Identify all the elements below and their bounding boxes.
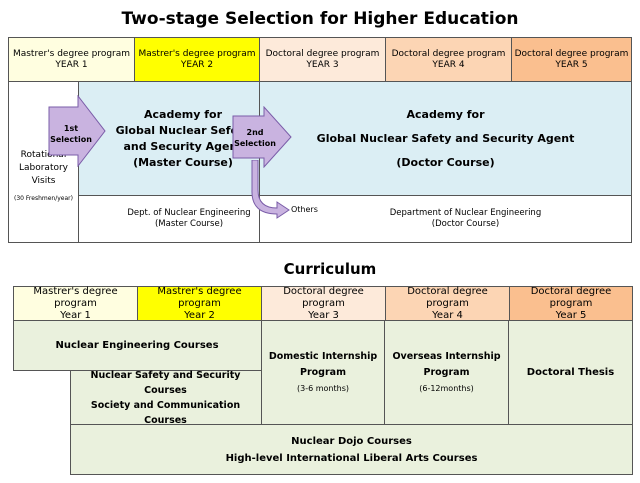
rotational-line3: Visits <box>31 176 56 186</box>
doctoral-thesis: Doctoral Thesis <box>508 320 633 425</box>
curr-year-5-program: Doctoral degree program <box>530 285 612 309</box>
academy-doctor-course: Academy for Global Nuclear Safety and Se… <box>260 82 631 196</box>
year-4-label: YEAR 4 <box>432 59 465 70</box>
curr-year-1-program: Mastrer's degree program <box>33 285 118 309</box>
curr-year-3-header: Doctoral degree program Year 3 <box>262 285 386 321</box>
first-selection-arrow <box>48 95 106 167</box>
year-5-header: Doctoral degree program YEAR 5 <box>512 38 631 82</box>
curr-year-4-label: Year 4 <box>432 309 463 321</box>
second-selection-line1: 2nd <box>246 128 264 137</box>
year-2-label: YEAR 2 <box>180 59 214 70</box>
safety-line2: Society and Communication Courses <box>90 400 241 426</box>
curr-year-2-program: Mastrer's degree program <box>157 285 242 309</box>
dojo-liberal-arts-courses: Nuclear Dojo Courses High-level Internat… <box>70 424 633 475</box>
year-3-program: Doctoral degree program <box>265 48 380 59</box>
academy-doctor-line2: Global Nuclear Safety and Security Agent <box>316 131 575 145</box>
selection-title: Two-stage Selection for Higher Education <box>121 9 519 29</box>
dept-doctor-line1: Department of Nuclear Engineering <box>389 208 542 218</box>
others-label: Others <box>291 205 318 214</box>
second-selection-label: 2nd Selection <box>232 125 278 151</box>
academy-master-course: Academy for Global Nuclear Sefety and Se… <box>79 82 260 196</box>
rotational-line1: Rotational <box>20 150 67 160</box>
curr-year-2-header: Mastrer's degree program Year 2 <box>138 285 262 321</box>
year-4-program: Doctoral degree program <box>391 48 506 59</box>
academy-master-line2: Global Nuclear Sefety <box>115 123 251 137</box>
dept-doctor-line2: (Doctor Course) <box>431 219 500 229</box>
first-selection-label: 1st Selection <box>50 121 92 147</box>
year-4-header: Doctoral degree program YEAR 4 <box>386 38 512 82</box>
curr-year-5-label: Year 5 <box>555 309 587 321</box>
domestic-line1: Domestic Internship <box>268 350 378 362</box>
curr-year-2-label: Year 2 <box>184 309 215 321</box>
safety-line1: Nuclear Safety and Security Courses <box>90 370 241 396</box>
year-2-header: Mastrer's degree program YEAR 2 <box>135 38 260 82</box>
year-5-program: Doctoral degree program <box>514 48 629 59</box>
year-5-label: YEAR 5 <box>555 59 588 70</box>
dojo-line2: High-level International Liberal Arts Co… <box>225 452 478 464</box>
others-curved-arrow <box>251 160 290 219</box>
curr-year-5-header: Doctoral degree program Year 5 <box>510 285 632 321</box>
year-1-header: Mastrer's degree program YEAR 1 <box>9 38 135 82</box>
curr-year-3-label: Year 3 <box>308 309 339 321</box>
curriculum-header: Mastrer's degree program Year 1 Mastrer'… <box>13 286 633 321</box>
dept-master-course: Dept. of Nuclear Engineering (Master Cou… <box>79 196 260 242</box>
academy-master-line3: and Security Agent <box>123 139 243 153</box>
curr-year-1-label: Year 1 <box>60 309 91 321</box>
domestic-internship: Domestic Internship Program (3-6 months) <box>261 320 385 425</box>
dept-master-line1: Dept. of Nuclear Engineering <box>127 208 251 218</box>
curr-year-4-header: Doctoral degree program Year 4 <box>386 285 510 321</box>
dojo-line1: Nuclear Dojo Courses <box>291 435 412 447</box>
second-selection-arrow <box>232 106 292 168</box>
dept-master-line2: (Master Course) <box>154 219 224 229</box>
curr-year-1-header: Mastrer's degree program Year 1 <box>14 285 138 321</box>
year-1-label: YEAR 1 <box>55 59 88 70</box>
domestic-line2: Program <box>300 366 346 378</box>
overseas-line2: Program <box>423 366 470 378</box>
domestic-duration: (3-6 months) <box>297 383 349 393</box>
academy-master-line4: (Master Course) <box>133 155 233 169</box>
rotational-sub: (30 Freshmen/year) <box>14 195 73 202</box>
first-selection-line2: Selection <box>50 135 92 144</box>
academy-master-line1: Academy for <box>143 107 223 121</box>
academy-doctor-line1: Academy for <box>406 107 485 121</box>
safety-society-courses: Nuclear Safety and Security Courses Soci… <box>70 370 261 426</box>
overseas-duration: (6-12months) <box>419 383 474 393</box>
dept-doctor-course: Department of Nuclear Engineering (Docto… <box>260 196 631 242</box>
year-3-label: YEAR 3 <box>306 59 339 70</box>
rotational-line2: Laboratory <box>18 163 69 173</box>
first-selection-line1: 1st <box>63 124 79 133</box>
second-selection-line2: Selection <box>234 139 276 148</box>
nuclear-engineering-courses: Nuclear Engineering Courses <box>55 339 219 351</box>
academy-doctor-line3: (Doctor Course) <box>396 155 495 169</box>
year-2-program: Mastrer's degree program <box>138 48 256 59</box>
overseas-internship: Overseas Internship Program (6-12months) <box>384 320 509 425</box>
year-1-program: Mastrer's degree program <box>12 48 131 59</box>
curriculum-title: Curriculum <box>283 260 377 278</box>
year-3-header: Doctoral degree program YEAR 3 <box>260 38 386 82</box>
overseas-line1: Overseas Internship <box>392 350 501 362</box>
curr-year-4-program: Doctoral degree program <box>407 285 488 309</box>
curr-year-3-program: Doctoral degree program <box>283 285 364 309</box>
